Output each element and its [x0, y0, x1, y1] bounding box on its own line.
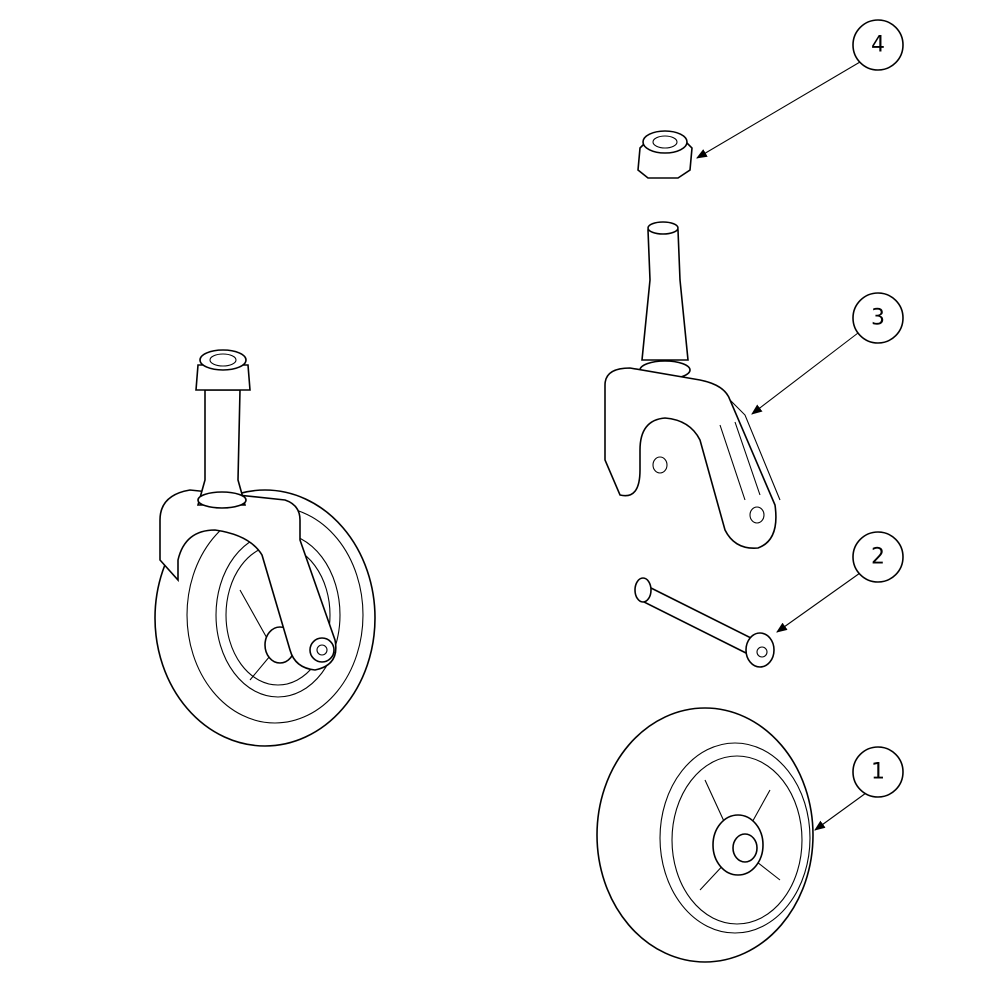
part-wheel [596, 707, 814, 963]
svg-text:4: 4 [871, 33, 885, 58]
callout-leaders [696, 61, 867, 831]
part-lock-nut [637, 130, 693, 179]
svg-text:2: 2 [871, 545, 885, 570]
callout-balloon-4: 4 [852, 19, 904, 71]
part-axle-bolt [634, 577, 775, 668]
svg-text:1: 1 [871, 760, 885, 785]
svg-text:3: 3 [871, 306, 885, 331]
assembled-caster [154, 349, 376, 747]
callout-balloon-1: 1 [852, 746, 904, 798]
callout-balloon-3: 3 [852, 292, 904, 344]
part-caster-fork [604, 221, 781, 549]
callout-balloon-2: 2 [852, 531, 904, 583]
